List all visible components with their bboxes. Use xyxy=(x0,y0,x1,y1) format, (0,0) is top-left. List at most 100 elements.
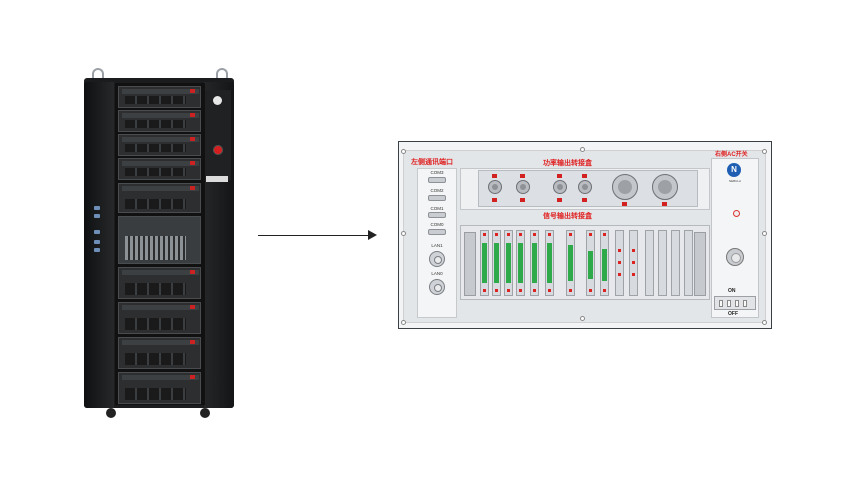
connector-tag xyxy=(492,198,497,202)
io-card-slots xyxy=(125,236,186,260)
com1-port xyxy=(428,212,446,218)
card-tag xyxy=(519,289,522,292)
side-port xyxy=(94,240,100,244)
terminal-block xyxy=(602,249,607,281)
signal-card xyxy=(600,230,609,296)
unit-grill xyxy=(125,318,186,330)
resize-handle[interactable] xyxy=(580,316,585,321)
unit-label-bar xyxy=(122,113,199,118)
terminal-block xyxy=(506,243,511,283)
power-connector-large xyxy=(612,174,638,200)
resize-handle[interactable] xyxy=(401,320,406,325)
card-tag xyxy=(533,233,536,236)
lan0-port xyxy=(429,279,445,295)
breaker-pole xyxy=(743,300,747,307)
lifting-hook-left xyxy=(92,68,104,80)
resize-handle[interactable] xyxy=(762,320,767,325)
card-tag xyxy=(603,289,606,292)
left-ports-title: 左侧通讯端口 xyxy=(411,159,453,166)
resize-handle[interactable] xyxy=(401,231,406,236)
card-tag xyxy=(495,233,498,236)
card-tag xyxy=(618,261,621,264)
card-tag xyxy=(533,289,536,292)
ac-breaker-switch[interactable] xyxy=(714,296,756,310)
rack-unit xyxy=(118,134,201,156)
connector-tag xyxy=(520,198,525,202)
power-connector xyxy=(553,180,567,194)
card-tag xyxy=(548,289,551,292)
signal-card xyxy=(629,230,638,296)
signal-card xyxy=(545,230,554,296)
cabinet-door-panel xyxy=(205,90,231,180)
signal-card xyxy=(586,230,595,296)
right-switch-title: 右侧AC开关 xyxy=(715,152,748,158)
connector-tag xyxy=(622,202,627,206)
card-tag xyxy=(589,233,592,236)
rack-unit-io xyxy=(118,216,201,264)
led-indicator xyxy=(190,305,195,309)
card-tag xyxy=(632,261,635,264)
power-connector xyxy=(488,180,502,194)
terminal-block xyxy=(482,243,487,283)
switch-off-label: OFF xyxy=(728,311,738,317)
caster-wheel-icon xyxy=(106,408,116,418)
resize-handle[interactable] xyxy=(401,149,406,154)
com0-port xyxy=(428,229,446,235)
ac-switch-panel xyxy=(711,158,759,318)
unit-label-bar xyxy=(122,270,199,275)
side-port xyxy=(94,230,100,234)
resize-handle[interactable] xyxy=(762,149,767,154)
com0-label: COM0 xyxy=(430,222,444,227)
signal-output-box xyxy=(460,225,710,300)
signal-card xyxy=(566,230,575,296)
com3-label: COM3 xyxy=(430,170,444,175)
blank-slot xyxy=(645,230,654,296)
breaker-pole xyxy=(735,300,739,307)
led-indicator xyxy=(190,89,195,93)
signal-card xyxy=(516,230,525,296)
unit-label-bar xyxy=(122,340,199,345)
signal-card xyxy=(615,230,624,296)
power-connector-large xyxy=(652,174,678,200)
card-tag xyxy=(548,233,551,236)
card-tag xyxy=(507,289,510,292)
com2-label: COM2 xyxy=(430,188,444,193)
unit-label-bar xyxy=(122,186,199,191)
card-tag xyxy=(632,273,635,276)
connector-tag xyxy=(492,174,497,178)
unit-label-bar xyxy=(122,375,199,380)
signal-card xyxy=(530,230,539,296)
unit-grill xyxy=(125,120,186,128)
rack-unit xyxy=(118,110,201,132)
signal-box-handle-left xyxy=(464,232,476,296)
card-tag xyxy=(569,233,572,236)
signal-box-handle-right xyxy=(694,232,706,296)
led-indicator xyxy=(190,161,195,165)
indicator-lamp xyxy=(733,210,740,217)
led-indicator xyxy=(190,375,195,379)
rack-unit xyxy=(118,267,201,299)
side-port xyxy=(94,248,100,252)
rack-unit xyxy=(118,158,201,180)
card-tag xyxy=(495,289,498,292)
arrow-right-icon xyxy=(258,235,370,236)
unit-grill xyxy=(125,96,186,104)
resize-handle[interactable] xyxy=(580,147,585,152)
unit-label-bar xyxy=(122,161,199,166)
blank-slot xyxy=(658,230,667,296)
rack-unit xyxy=(118,372,201,404)
rack-unit xyxy=(118,337,201,369)
unit-grill xyxy=(125,144,186,152)
connector-tag xyxy=(582,174,587,178)
unit-label-bar xyxy=(122,305,199,310)
side-port xyxy=(94,206,100,210)
led-indicator xyxy=(190,186,195,190)
terminal-block xyxy=(547,243,552,283)
breaker-pole xyxy=(719,300,723,307)
lan1-label: LAN1 xyxy=(431,243,443,248)
resize-handle[interactable] xyxy=(762,231,767,236)
cabinet-left-side xyxy=(84,82,114,408)
caster-wheel-icon xyxy=(200,408,210,418)
card-tag xyxy=(589,289,592,292)
unit-grill xyxy=(125,353,186,365)
